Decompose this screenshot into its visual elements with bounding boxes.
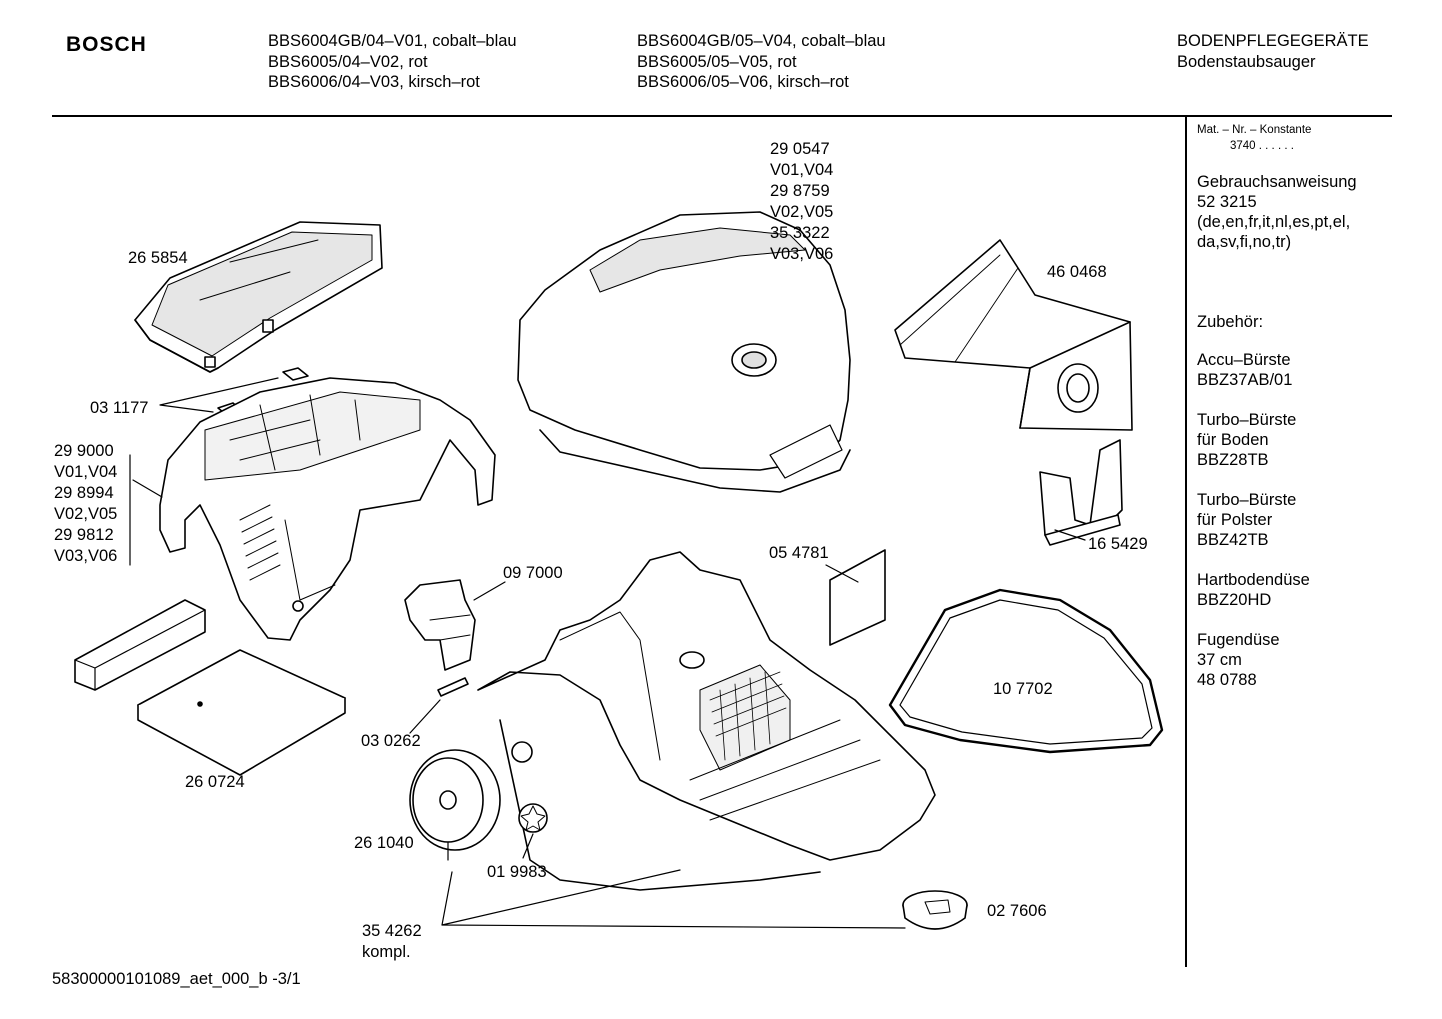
model-list-1: BBS6004GB/04–V01, cobalt–blau BBS6005/04…: [268, 31, 517, 93]
star-hub-part[interactable]: [518, 803, 548, 833]
part-number: 29 9000: [54, 442, 114, 460]
accessory-line: BBZ20HD: [1197, 591, 1272, 609]
label-pin: 03 0262: [361, 732, 421, 750]
brand-logo: BOSCH: [66, 33, 147, 56]
part-variant: V02,V05: [54, 505, 118, 523]
part-note: kompl.: [362, 943, 411, 961]
mat-value: 3740 . . . . . .: [1230, 140, 1294, 152]
label-lid: 29 0547 V01,V04 29 8759 V02,V05 35 3322 …: [770, 139, 833, 265]
foam-bar-part[interactable]: [74, 599, 206, 691]
part-number: 35 4262: [362, 922, 422, 940]
label-castor: 02 7606: [987, 902, 1047, 920]
category-subtitle: Bodenstaubsauger: [1177, 52, 1316, 71]
label-housing-top: 29 9000 V01,V04 29 8994 V02,V05 29 9812 …: [54, 441, 117, 567]
castor-part[interactable]: [902, 890, 968, 930]
accessory-item: Turbo–Bürste für Polster BBZ42TB: [1197, 490, 1296, 550]
part-variant: V01,V04: [54, 463, 118, 481]
manual-langs: (de,en,fr,it,nl,es,pt,el,: [1197, 213, 1351, 231]
accessory-line: BBZ28TB: [1197, 451, 1269, 469]
part-number: 35 3322: [770, 224, 830, 242]
label-clips: 03 1177: [90, 399, 149, 417]
model-line: BBS6004GB/04–V01, cobalt–blau: [268, 32, 517, 50]
accessory-line: Turbo–Bürste: [1197, 411, 1297, 429]
filter-plate-part[interactable]: [137, 649, 346, 776]
mat-label: Mat. – Nr. – Konstante: [1197, 124, 1312, 136]
part-number: 29 8759: [770, 182, 830, 200]
dust-bag-part[interactable]: [894, 239, 1133, 431]
label-bag-holder: 16 5429: [1088, 535, 1148, 553]
model-line: BBS6006/04–V03, kirsch–rot: [268, 73, 480, 91]
document-id: 58300000101089_aet_000_b -3/1: [52, 970, 301, 988]
label-wheel: 26 1040: [354, 834, 414, 852]
housing-top-part[interactable]: [159, 377, 496, 641]
accessory-item: Hartbodendüse BBZ20HD: [1197, 570, 1310, 610]
model-list-2: BBS6004GB/05–V04, cobalt–blau BBS6005/05…: [637, 31, 886, 93]
part-variant: V03,V06: [54, 547, 118, 565]
part-number: 29 8994: [54, 484, 114, 502]
label-star-hub: 01 9983: [487, 863, 547, 881]
accessory-line: für Polster: [1197, 511, 1273, 529]
part-number: 29 0547: [770, 140, 830, 158]
accessory-line: für Boden: [1197, 431, 1269, 449]
chassis-part[interactable]: [477, 551, 936, 891]
label-set: 35 4262 kompl.: [362, 921, 422, 963]
pin-part[interactable]: [437, 677, 469, 697]
manual-block: Gebrauchsanweisung 52 3215 (de,en,fr,it,…: [1197, 172, 1357, 252]
accessory-item: Turbo–Bürste für Boden BBZ28TB: [1197, 410, 1296, 470]
category-block: BODENPFLEGEGERÄTE Bodenstaubsauger: [1177, 31, 1369, 72]
valve-part[interactable]: [404, 579, 476, 671]
bag-holder-part[interactable]: [1039, 439, 1123, 546]
label-dust-bag: 46 0468: [1047, 263, 1107, 281]
leader-lines: [159, 377, 279, 413]
header-divider: [52, 115, 1392, 117]
part-variant: V02,V05: [770, 203, 834, 221]
part-variant: V01,V04: [770, 161, 834, 179]
label-seal-ring: 10 7702: [993, 680, 1053, 698]
label-cover-grille: 26 5854: [128, 249, 188, 267]
label-filter-card: 05 4781: [769, 544, 829, 562]
label-valve: 09 7000: [503, 564, 563, 582]
lid-part[interactable]: [517, 211, 851, 493]
accessory-line: BBZ42TB: [1197, 531, 1269, 549]
cover-grille-part[interactable]: [134, 221, 383, 373]
model-line: BBS6004GB/05–V04, cobalt–blau: [637, 32, 886, 50]
accessory-line: Fugendüse: [1197, 631, 1280, 649]
part-variant: V03,V06: [770, 245, 834, 263]
manual-title: Gebrauchsanweisung: [1197, 173, 1357, 191]
wheel-part[interactable]: [409, 749, 501, 851]
accessory-item: Fugendüse 37 cm 48 0788: [1197, 630, 1280, 690]
model-line: BBS6005/04–V02, rot: [268, 52, 428, 71]
accessories-title: Zubehör:: [1197, 313, 1264, 331]
part-number: 29 9812: [54, 526, 114, 544]
sidebar-divider: [1185, 117, 1187, 967]
exploded-parts-diagram: [74, 211, 1164, 930]
accessory-line: 48 0788: [1197, 671, 1257, 689]
manual-number: 52 3215: [1197, 193, 1257, 211]
accessory-line: Accu–Bürste: [1197, 351, 1291, 369]
accessory-line: 37 cm: [1197, 651, 1242, 669]
filter-card-part[interactable]: [829, 549, 886, 646]
accessory-line: Hartbodendüse: [1197, 571, 1310, 589]
manual-langs: da,sv,fi,no,tr): [1197, 233, 1292, 251]
label-filter-block: 26 0724: [185, 773, 245, 791]
accessory-item: Accu–Bürste BBZ37AB/01: [1197, 350, 1292, 390]
accessory-line: Turbo–Bürste: [1197, 491, 1297, 509]
seal-ring-part[interactable]: [888, 588, 1164, 754]
model-line: BBS6005/05–V05, rot: [637, 52, 797, 71]
category-title: BODENPFLEGEGERÄTE: [1177, 32, 1369, 50]
housing-bracket: [129, 454, 163, 566]
model-line: BBS6006/05–V06, kirsch–rot: [637, 73, 849, 91]
accessory-line: BBZ37AB/01: [1197, 371, 1293, 389]
leader-lines: [409, 529, 1086, 929]
